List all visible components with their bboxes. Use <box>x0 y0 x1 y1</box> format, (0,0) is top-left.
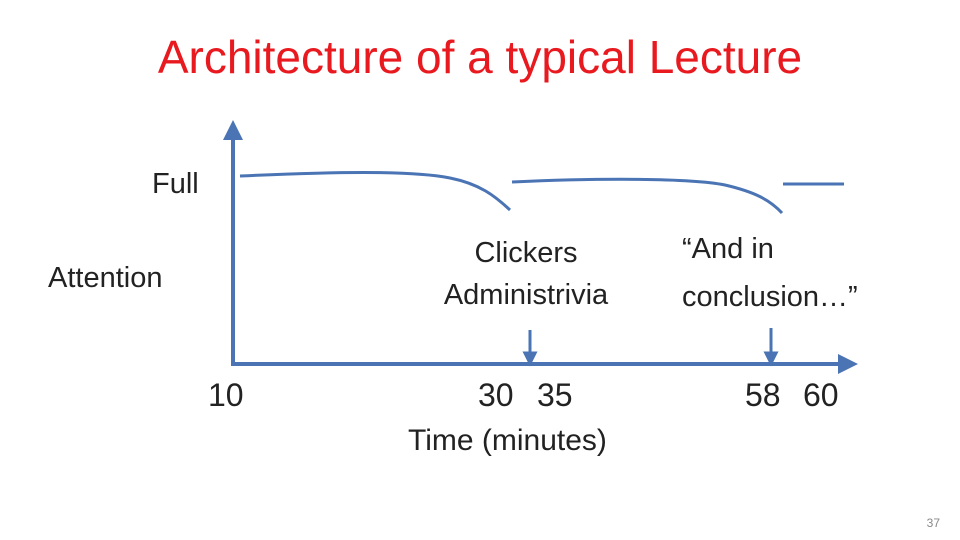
y-label-full: Full <box>152 168 199 200</box>
slide-title: Architecture of a typical Lecture <box>157 31 803 83</box>
conclusion-line1: “And in <box>682 233 774 265</box>
clickers-annotation: Clickers Administrivia <box>396 232 656 316</box>
tick-label: 10 <box>208 377 244 413</box>
tick-label: 35 <box>537 377 573 413</box>
clickers-line1: Clickers <box>474 237 578 269</box>
clickers-line2: Administrivia <box>443 279 609 311</box>
tick-label: 58 <box>745 377 781 413</box>
tick-label: 30 <box>478 377 514 413</box>
attention-curve-1 <box>239 171 512 212</box>
tick-label: 60 <box>803 377 839 413</box>
x-axis-label: Time (minutes) <box>408 424 607 457</box>
conclusion-line2: conclusion…” <box>682 281 858 313</box>
page-number: 37 <box>926 516 940 530</box>
attention-curve-2 <box>511 177 784 215</box>
conclusion-annotation: “And in conclusion…” <box>682 225 858 321</box>
y-label-attention: Attention <box>48 262 163 294</box>
